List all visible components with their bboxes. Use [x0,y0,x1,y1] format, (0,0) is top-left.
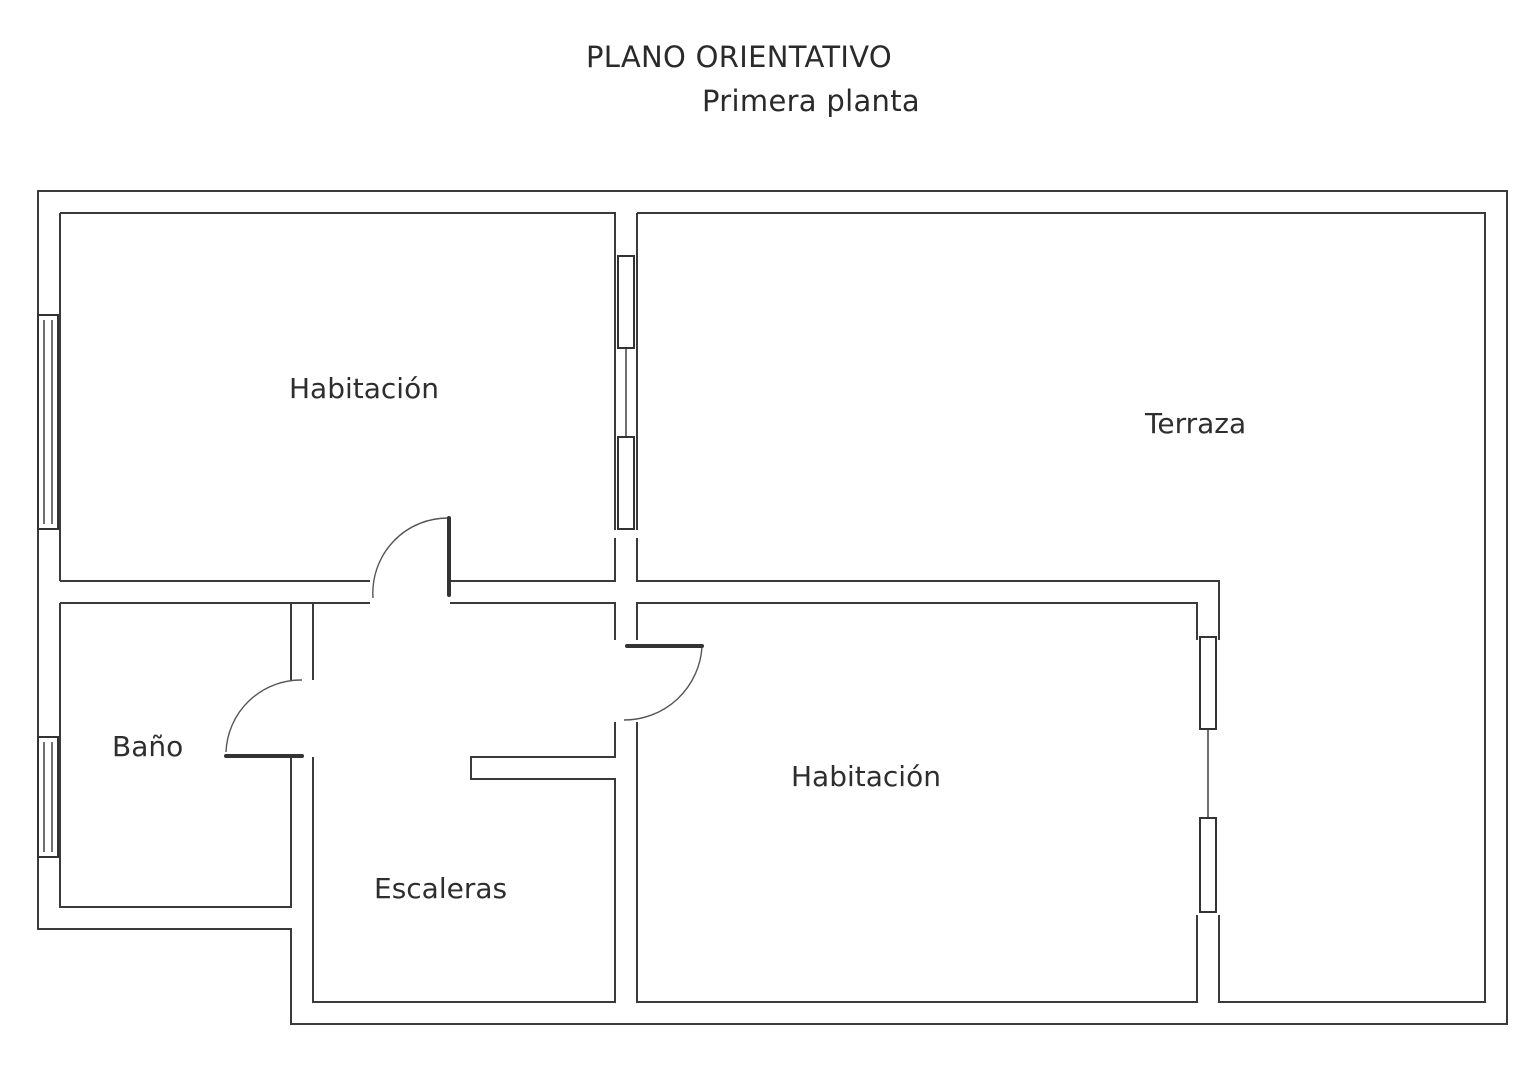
room-label-bedroom-bottom: Habitación [791,760,941,793]
corridor-wall [60,602,1198,640]
bedroom-top-wall [60,212,616,582]
window-bedroom-top [37,314,59,530]
room-label-bedroom-top: Habitación [289,372,439,405]
door-bedroom-bottom [623,644,704,721]
outer-wall-outline [37,190,1508,1025]
room-label-bathroom: Baño [112,730,183,763]
room-label-stairs: Escaleras [374,872,507,905]
door-bedroom-top [372,516,451,599]
plan-title: PLANO ORIENTATIVO [585,40,892,74]
window-bathroom [37,736,59,858]
stairs-wall [312,722,616,1003]
sliding-door-bedroom-top [617,255,635,530]
bedroom-bottom-wall [636,722,1198,1003]
door-bathroom [224,679,304,758]
sliding-door-bedroom-bottom [1199,636,1217,913]
room-label-terrace: Terraza [1144,407,1246,440]
bathroom-wall [59,603,314,908]
plan-subtitle: Primera planta [702,84,920,118]
terrace-wall [636,212,1486,1003]
